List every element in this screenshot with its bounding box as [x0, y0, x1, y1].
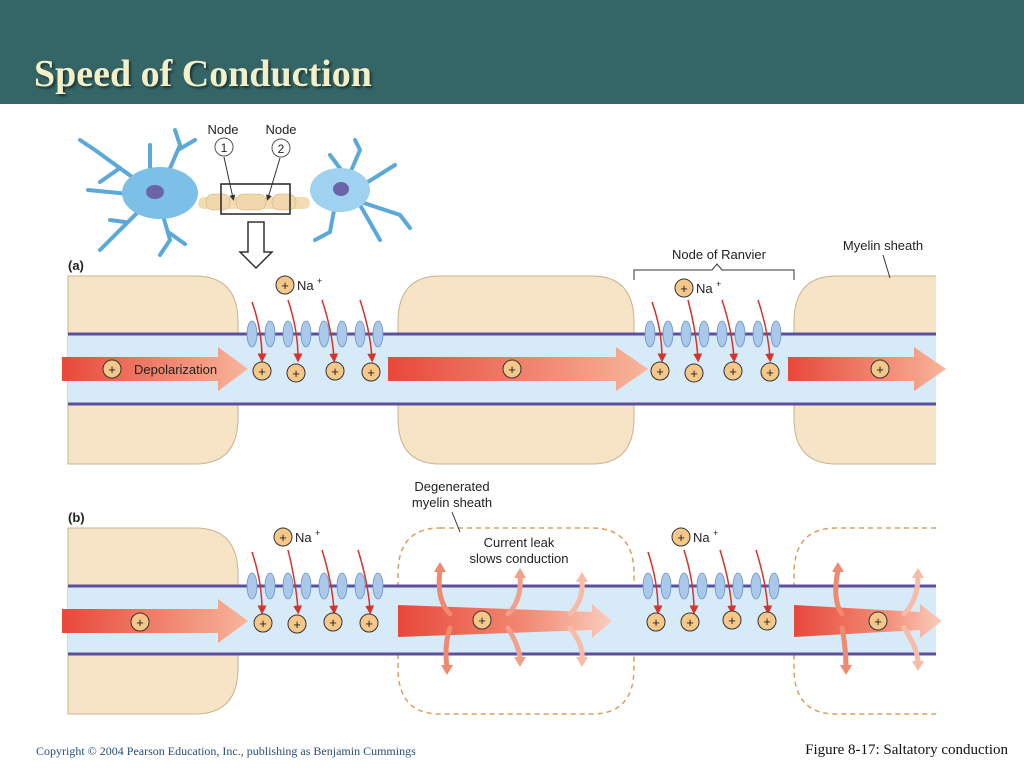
svg-text:+: +: [279, 530, 287, 545]
positive-charge-icon: [102, 359, 122, 379]
svg-text:+: +: [677, 530, 685, 545]
svg-text:+: +: [478, 613, 486, 628]
node-of-ranvier-label: Node of Ranvier: [672, 247, 767, 262]
current-leak-label-line1: Current leak: [484, 535, 555, 550]
current-arrow: [62, 347, 248, 391]
copyright-text: Copyright © 2004 Pearson Education, Inc.…: [36, 744, 416, 758]
sodium-channels: [246, 320, 782, 348]
svg-text:Na: Na: [693, 530, 710, 545]
degenerated-myelin: [397, 527, 635, 715]
degenerated-label-line1: Degenerated: [414, 479, 489, 494]
svg-text:+: +: [680, 281, 688, 296]
node1-number: 1: [221, 141, 228, 155]
svg-text:+: +: [315, 528, 320, 538]
degenerated-leader-line: [451, 511, 461, 533]
na-ion-label: + Na +: [273, 527, 320, 547]
na-ion-label: + Na +: [674, 278, 721, 298]
svg-text:+: +: [656, 364, 664, 379]
svg-text:+: +: [365, 616, 373, 631]
leak-arrowheads: [434, 562, 924, 675]
positive-charges: + + + + + + + + + + +: [130, 610, 888, 634]
svg-text:+: +: [329, 615, 337, 630]
svg-text:+: +: [876, 362, 884, 377]
svg-text:+: +: [136, 615, 144, 630]
na-ion-label: + Na +: [275, 275, 322, 295]
title-bar: [0, 0, 1024, 104]
panel-b: (b): [62, 479, 942, 715]
degenerated-label-line2: myelin sheath: [412, 495, 492, 510]
svg-text:Na: Na: [297, 278, 314, 293]
slide-title: Speed of Conduction: [34, 53, 372, 95]
positive-charges: + + + + + + + + + +: [252, 359, 890, 383]
svg-text:+: +: [763, 614, 771, 629]
svg-text:+: +: [508, 362, 516, 377]
svg-text:+: +: [874, 614, 882, 629]
zoom-box: [220, 183, 291, 215]
myelin-sheath-label: Myelin sheath: [843, 238, 923, 253]
sodium-channels: [246, 572, 780, 600]
svg-text:+: +: [686, 615, 694, 630]
svg-text:+: +: [292, 366, 300, 381]
panel-b-label: (b): [68, 510, 85, 525]
svg-text:+: +: [293, 617, 301, 632]
node2-number: 2: [278, 142, 285, 156]
figure-caption: Figure 8-17: Saltatory conduction: [805, 742, 1008, 758]
svg-text:+: +: [766, 365, 774, 380]
zoom-arrow-icon: [238, 221, 274, 270]
svg-text:+: +: [259, 616, 267, 631]
current-leak-label-line2: slows conduction: [470, 551, 569, 566]
depolarization-label: Depolarization: [134, 362, 217, 377]
svg-text:+: +: [729, 364, 737, 379]
saltatory-conduction-diagram: Node Node 1 2 (a): [62, 122, 946, 715]
svg-text:+: +: [367, 365, 375, 380]
svg-text:+: +: [652, 615, 660, 630]
svg-text:+: +: [108, 362, 116, 377]
myelin-leader-line: [882, 254, 891, 279]
svg-text:+: +: [331, 364, 339, 379]
node1-label: Node: [207, 122, 238, 137]
svg-text:+: +: [281, 278, 289, 293]
svg-text:+: +: [728, 613, 736, 628]
current-arrow: [788, 347, 946, 391]
svg-text:Na: Na: [696, 281, 713, 296]
svg-text:+: +: [716, 279, 721, 289]
current-arrow: [62, 599, 248, 643]
na-ion-label: + Na +: [671, 527, 718, 547]
svg-text:Na: Na: [295, 530, 312, 545]
node-bracket: [633, 263, 795, 280]
svg-text:+: +: [690, 366, 698, 381]
panel-a: (a): [62, 238, 946, 465]
node2-label: Node: [265, 122, 296, 137]
panel-a-label: (a): [68, 258, 84, 273]
sodium-influx-arrows: [251, 549, 773, 615]
svg-text:+: +: [713, 528, 718, 538]
neuron-illustration: Node Node 1 2: [78, 122, 412, 270]
svg-text:+: +: [317, 276, 322, 286]
sodium-influx-arrows: [251, 299, 775, 363]
svg-text:+: +: [258, 364, 266, 379]
